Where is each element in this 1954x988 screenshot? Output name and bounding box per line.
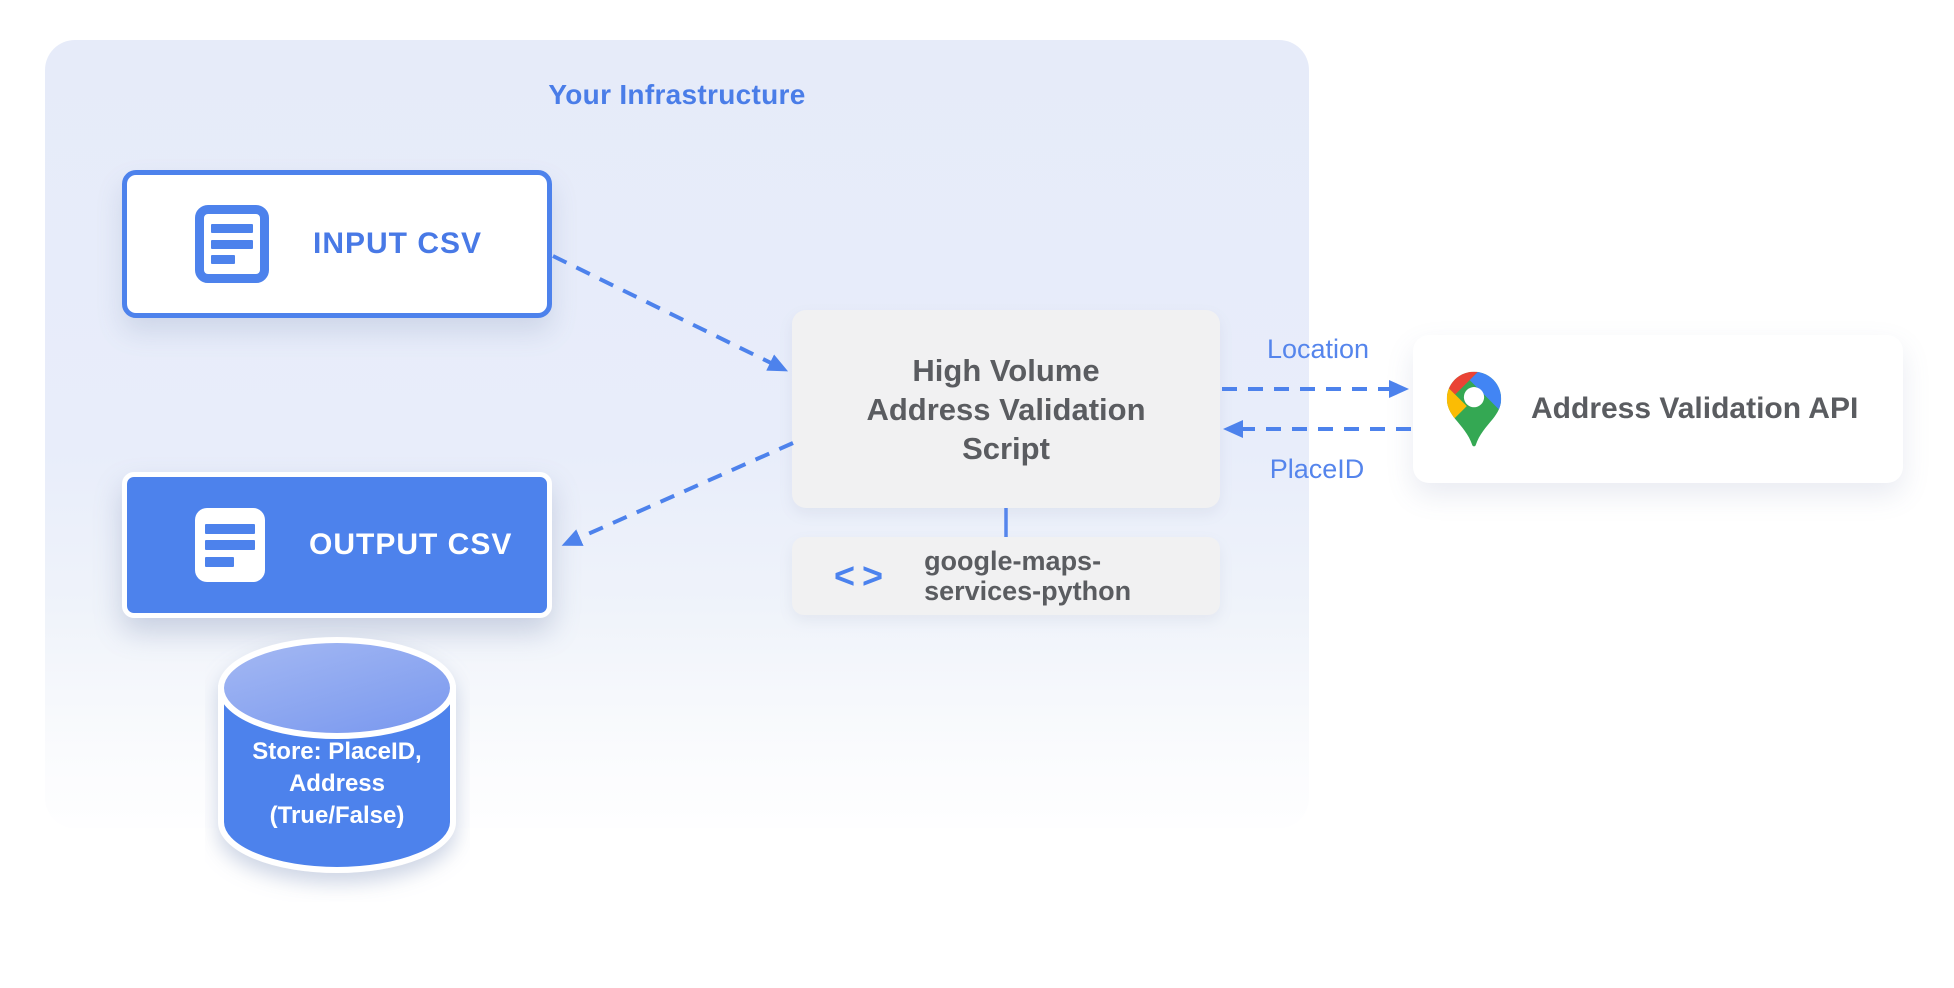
database-cylinder-icon xyxy=(218,637,456,873)
edge-label-placeid: PlaceID xyxy=(1269,454,1365,484)
library-node: <> google-maps- services-python xyxy=(792,537,1220,615)
library-label: google-maps- services-python xyxy=(924,546,1132,606)
input-csv-label: INPUT CSV xyxy=(313,227,483,260)
document-icon xyxy=(195,205,269,283)
api-node: Address Validation API xyxy=(1413,335,1903,483)
api-label: Address Validation API xyxy=(1531,392,1859,425)
code-icon: <> xyxy=(834,555,891,596)
output-csv-node: OUTPUT CSV xyxy=(122,472,552,618)
edge-label-location: Location xyxy=(1266,334,1370,364)
google-maps-pin-icon xyxy=(1446,371,1502,447)
infrastructure-title: Your Infrastructure xyxy=(548,79,806,110)
script-node: High Volume Address Validation Script xyxy=(792,310,1220,508)
input-csv-node: INPUT CSV xyxy=(122,170,552,318)
datastore-label: Store: PlaceID, Address (True/False) xyxy=(252,738,422,829)
document-icon xyxy=(195,508,265,582)
output-csv-label: OUTPUT CSV xyxy=(309,528,513,561)
